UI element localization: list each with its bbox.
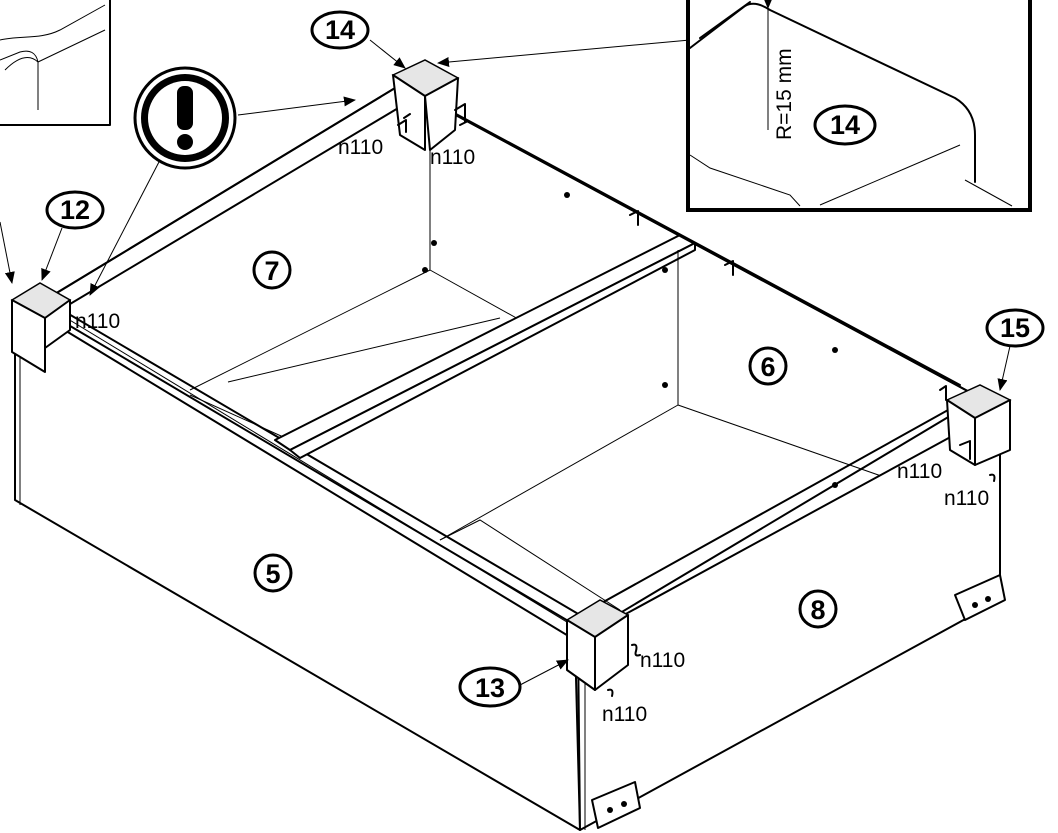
- detail-inset-zoom: R=15 mm 14: [686, 0, 1032, 212]
- part-14-zoom-badge: [813, 104, 877, 146]
- leg-bracket-front: [591, 781, 641, 829]
- part-12-label: 12: [60, 195, 90, 225]
- part-15-label: 15: [1000, 313, 1030, 343]
- part-6-label: 6: [760, 352, 775, 382]
- hardware-glyphs: [397, 103, 996, 697]
- hardware-label: n110: [897, 460, 942, 483]
- hardware-label: n110: [640, 649, 685, 672]
- part-13-label: 13: [475, 673, 505, 703]
- leader-lines: [0, 39, 1011, 686]
- hardware-label: n110: [602, 703, 647, 726]
- corner-cap-13: [565, 599, 630, 691]
- detail-inset-left: [0, 0, 111, 126]
- part-5-label: 5: [265, 559, 280, 589]
- part-badge-13: 13: [458, 666, 522, 708]
- part-14-label: 14: [325, 15, 355, 45]
- exclamation-warning-icon: [133, 66, 237, 170]
- leg-bracket-right: [954, 574, 1006, 621]
- part-badge-12: 12: [45, 190, 105, 230]
- part-badge-8: 8: [798, 589, 838, 629]
- part-badge-14: 14: [310, 10, 370, 50]
- corner-cap-14: [391, 59, 460, 151]
- hardware-label: n110: [430, 146, 475, 169]
- hardware-label: n110: [75, 310, 120, 333]
- radius-label: R=15 mm: [773, 48, 796, 140]
- corner-cap-12: [10, 282, 72, 373]
- part-8-label: 8: [810, 595, 825, 625]
- hardware-label: n110: [338, 136, 383, 159]
- corner-cap-15: [945, 384, 1012, 466]
- part-14-zoom-label: 14: [830, 110, 860, 140]
- part-badge-7: 7: [252, 250, 292, 290]
- part-7-label: 7: [264, 256, 279, 286]
- hardware-label: n110: [944, 487, 989, 510]
- part-badge-5: 5: [253, 553, 293, 593]
- drawer-box: [14, 84, 1001, 831]
- part-badge-6: 6: [748, 346, 788, 386]
- part-badge-15: 15: [985, 308, 1045, 348]
